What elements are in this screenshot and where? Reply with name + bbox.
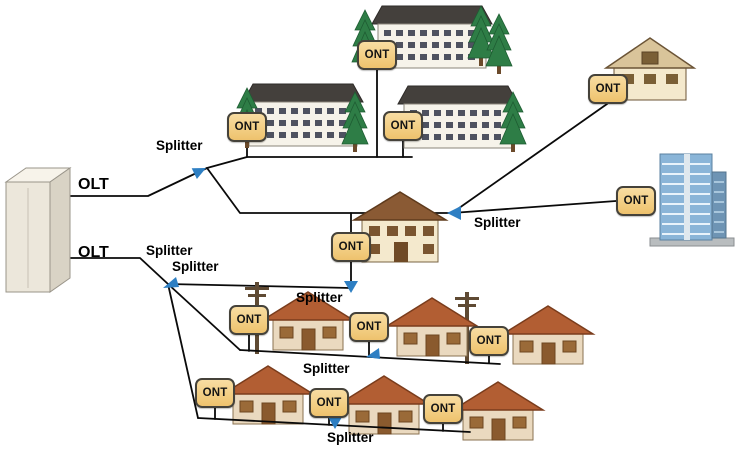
splitter-label-7: Splitter (327, 430, 374, 445)
office-tower (649, 153, 735, 247)
ont-apartment-top: ONT (357, 40, 397, 70)
ont-row2-house2: ONT (349, 312, 389, 342)
ont-cottage: ONT (588, 74, 628, 104)
splitter-label-6: Splitter (303, 361, 350, 376)
ont-row3-house2: ONT (309, 388, 349, 418)
line-branch-to-row3 (167, 283, 199, 419)
splitter-arrow-5 (366, 348, 380, 359)
olt-cabinet (4, 167, 72, 293)
fiber-lines (69, 69, 617, 419)
ont-row2-house3: ONT (469, 326, 509, 356)
ont-center-house: ONT (331, 232, 371, 262)
line-splitter2-to-cottage-ont (451, 103, 608, 214)
splitter-arrow-2 (447, 206, 461, 220)
olt-label-2: OLT (78, 244, 109, 261)
line-olt-port2-to-splitters (69, 257, 169, 285)
splitter-label-5: Splitter (296, 290, 343, 305)
splitter-arrows (163, 168, 461, 429)
splitter-label-3: Splitter (146, 243, 193, 258)
splitter-label-1: Splitter (156, 138, 203, 153)
splitter-label-4: Splitter (172, 259, 219, 274)
ont-office: ONT (616, 186, 656, 216)
line-splitter2-to-office-ont (451, 200, 617, 214)
ont-apartment-mid: ONT (383, 111, 423, 141)
ont-row3-house1: ONT (195, 378, 235, 408)
ont-row2-house1: ONT (229, 305, 269, 335)
ont-row3-house3: ONT (423, 394, 463, 424)
line-branch-to-row2 (167, 283, 241, 351)
small-house-row2-3 (502, 305, 594, 365)
ont-apartment-left: ONT (227, 112, 267, 142)
small-house-row3-1 (222, 365, 314, 425)
splitter-label-2: Splitter (474, 215, 521, 230)
splitter-arrow-6 (328, 417, 342, 429)
olt-label-1: OLT (78, 176, 109, 193)
line-branch-to-midhouse-splitter (167, 283, 352, 289)
splitter-arrow-1 (191, 168, 206, 179)
splitter-arrow-4 (344, 281, 358, 293)
splitter-arrow-3 (163, 277, 179, 288)
line-olt-port1-to-splitter1 (69, 156, 413, 197)
